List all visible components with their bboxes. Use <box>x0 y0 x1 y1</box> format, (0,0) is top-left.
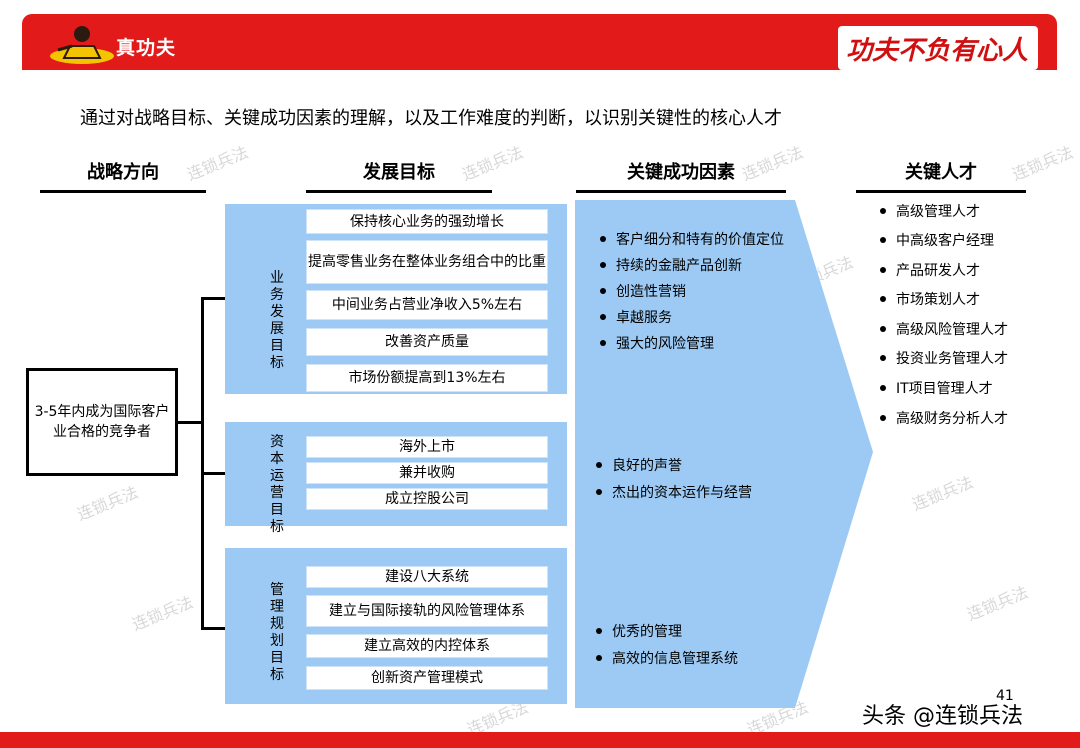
talent-item: 高级管理人才 <box>880 201 980 221</box>
goal-item: 提高零售业务在整体业务组合中的比重 <box>306 240 548 284</box>
bullet-icon <box>596 655 602 661</box>
goal-group-label: 管理规划目标 <box>270 582 284 683</box>
goal-item: 保持核心业务的强劲增长 <box>306 209 548 234</box>
goal-item: 创新资产管理模式 <box>306 666 548 690</box>
column-underline <box>40 190 206 193</box>
slogan-text: 功夫不负有心人 <box>846 36 1029 66</box>
page-number: 41 <box>996 688 1014 704</box>
goal-item: 建立高效的内控体系 <box>306 634 548 658</box>
column-header-factors: 关键成功因素 <box>627 162 735 183</box>
strategy-goal-text: 3-5年内成为国际客户业合格的竞争者 <box>34 404 170 440</box>
goal-item: 建设八大系统 <box>306 566 548 588</box>
factor-item: 杰出的资本运作与经营 <box>596 482 752 502</box>
kungfu-figure-icon <box>50 26 114 64</box>
source-credit: 头条 @连锁兵法 <box>862 704 1023 729</box>
factor-item: 优秀的管理 <box>596 621 682 641</box>
bullet-icon <box>600 262 606 268</box>
intro-sentence: 通过对战略目标、关键成功因素的理解，以及工作难度的判断，以识别关键性的核心人才 <box>80 108 782 129</box>
bullet-icon <box>880 208 886 214</box>
bullet-icon <box>880 326 886 332</box>
goal-group-label: 业务发展目标 <box>270 270 284 371</box>
bullet-icon <box>880 415 886 421</box>
bullet-icon <box>880 385 886 391</box>
goal-item: 海外上市 <box>306 436 548 458</box>
factor-item: 卓越服务 <box>600 307 672 327</box>
factors-arrow-shape <box>575 200 873 708</box>
footer-bar <box>0 732 1080 748</box>
factor-item: 良好的声誉 <box>596 455 682 475</box>
brand-name: 真功夫 <box>116 37 177 59</box>
slogan-banner <box>838 26 1038 70</box>
connector-line <box>178 421 202 424</box>
factor-item: 客户细分和特有的价值定位 <box>600 229 784 249</box>
bullet-icon <box>596 462 602 468</box>
talent-item: 中高级客户经理 <box>880 230 994 250</box>
bullet-icon <box>600 236 606 242</box>
connector-line <box>201 297 225 300</box>
talent-item: 高级风险管理人才 <box>880 319 1008 339</box>
factor-item: 创造性营销 <box>600 281 686 301</box>
watermark: 连锁兵法 <box>964 582 1031 625</box>
goal-item: 兼并收购 <box>306 462 548 484</box>
bullet-icon <box>880 355 886 361</box>
watermark: 连锁兵法 <box>129 592 196 635</box>
bullet-icon <box>596 628 602 634</box>
bullet-icon <box>600 314 606 320</box>
goal-item: 建立与国际接轨的风险管理体系 <box>306 595 548 627</box>
connector-line <box>201 472 225 475</box>
column-header-strategy: 战略方向 <box>87 162 159 183</box>
factor-item: 强大的风险管理 <box>600 333 714 353</box>
goal-group-label: 资本运营目标 <box>270 434 284 535</box>
watermark: 连锁兵法 <box>74 482 141 525</box>
bullet-icon <box>880 296 886 302</box>
factor-item: 高效的信息管理系统 <box>596 648 738 668</box>
talent-item: 高级财务分析人才 <box>880 408 1008 428</box>
talent-item: 市场策划人才 <box>880 289 980 309</box>
strategy-goal-box: 3-5年内成为国际客户业合格的竞争者 <box>26 368 178 476</box>
talent-item: 产品研发人才 <box>880 260 980 280</box>
column-header-talent: 关键人才 <box>905 162 977 183</box>
goal-item: 中间业务占营业净收入5%左右 <box>306 290 548 320</box>
bullet-icon <box>880 237 886 243</box>
column-underline <box>576 190 786 193</box>
bullet-icon <box>596 489 602 495</box>
factor-item: 持续的金融产品创新 <box>600 255 742 275</box>
goal-item: 改善资产质量 <box>306 328 548 356</box>
talent-item: 投资业务管理人才 <box>880 348 1008 368</box>
talent-item: IT项目管理人才 <box>880 378 993 398</box>
brand-logo <box>48 20 198 64</box>
column-underline <box>856 190 1026 193</box>
watermark: 连锁兵法 <box>909 472 976 515</box>
bullet-icon <box>600 340 606 346</box>
bullet-icon <box>880 267 886 273</box>
bullet-icon <box>600 288 606 294</box>
goal-item: 成立控股公司 <box>306 488 548 510</box>
goal-item: 市场份额提高到13%左右 <box>306 364 548 392</box>
column-header-goals: 发展目标 <box>363 162 435 183</box>
column-underline <box>306 190 492 193</box>
connector-line <box>201 297 204 629</box>
connector-line <box>201 627 225 630</box>
